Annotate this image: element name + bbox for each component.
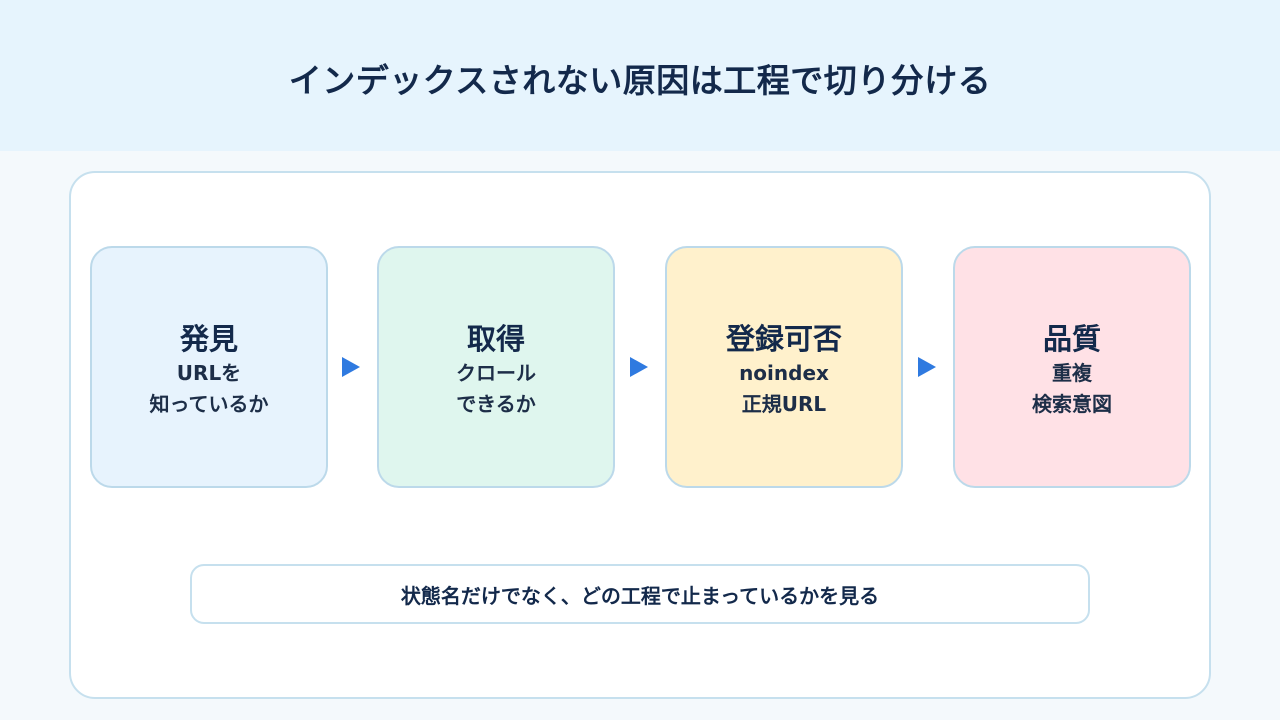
stage-crawl: 取得 クロール できるか [377,246,615,488]
stage-line-1: URLを [176,361,242,385]
stage-line-2: 正規URL [741,392,827,416]
stage-discovery: 発見 URLを 知っているか [90,246,328,488]
stage-title: 品質 [1042,322,1101,356]
stage-title: 取得 [466,322,525,356]
stage-line-2: 検索意図 [1032,392,1112,416]
arrow-right-icon [342,357,360,377]
stage-indexability: 登録可否 noindex 正規URL [665,246,903,488]
page-title: インデックスされない原因は工程で切り分ける [288,60,992,100]
stage-line-1: noindex [739,361,829,385]
summary-note: 状態名だけでなく、どの工程で止まっているかを見る [190,564,1090,624]
stage-quality: 品質 重複 検索意図 [953,246,1191,488]
arrow-right-icon [630,357,648,377]
header-band: インデックスされない原因は工程で切り分ける [0,0,1280,151]
stage-line-1: 重複 [1052,361,1092,385]
stage-title: 登録可否 [725,322,842,356]
arrow-right-icon [918,357,936,377]
stage-line-2: 知っているか [149,392,269,416]
stage-line-2: できるか [456,392,536,416]
stage-line-1: クロール [456,361,536,385]
stage-title: 発見 [179,322,238,356]
